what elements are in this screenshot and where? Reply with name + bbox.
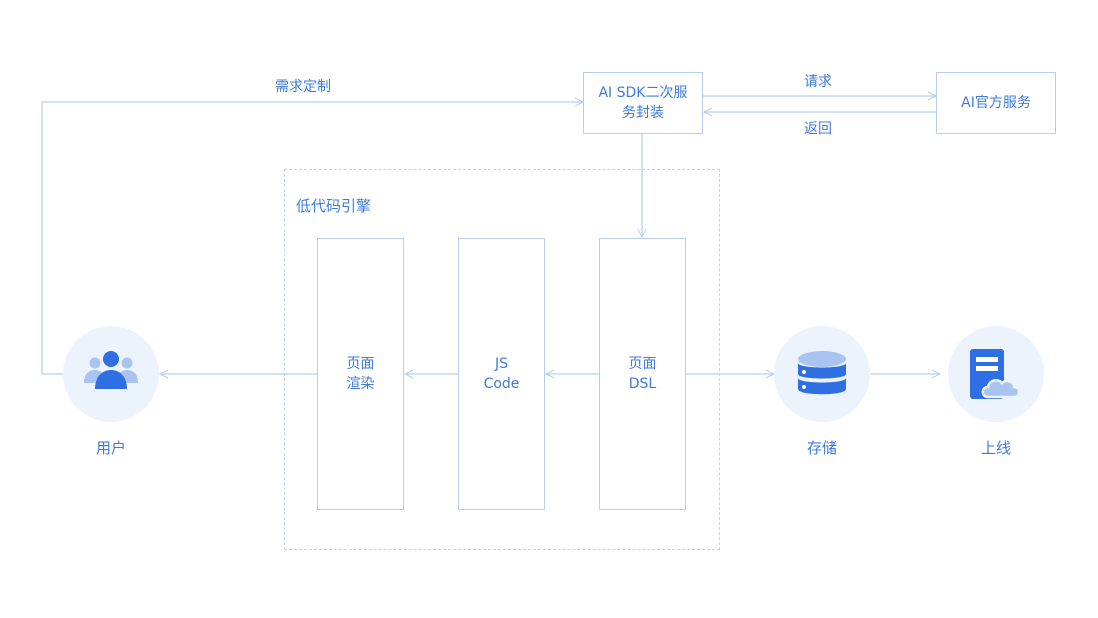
user-node[interactable] [63,326,159,422]
storage-label: 存储 [806,439,837,457]
js-code-box[interactable]: JS Code [458,238,545,510]
page-dsl-label: 页面 DSL [628,356,657,392]
user-label: 用户 [95,439,126,457]
official-service-label: AI官方服务 [961,95,1031,111]
users-icon [84,351,138,389]
page-dsl-box[interactable]: 页面 DSL [599,238,686,510]
deploy-node[interactable] [948,326,1044,422]
database-icon [798,351,846,395]
return-label: 返回 [804,121,832,137]
sdk-service-label: AI SDK二次服 务封装 [598,85,688,121]
page-render-label: 页面 渲染 [346,356,375,392]
storage-node[interactable] [774,326,870,422]
requirement-connector [41,102,583,375]
requirement-label: 需求定制 [275,79,331,95]
page-render-box[interactable]: 页面 渲染 [317,238,404,510]
sdk-service-box[interactable]: AI SDK二次服 务封装 [583,72,703,134]
deploy-label: 上线 [980,439,1011,457]
request-label: 请求 [804,74,832,90]
low-code-engine-container [284,169,720,550]
engine-title: 低代码引擎 [296,197,372,215]
js-code-label: JS Code [483,356,520,392]
cloud-server-icon [970,349,1021,399]
official-service-box[interactable]: AI官方服务 [936,72,1056,134]
